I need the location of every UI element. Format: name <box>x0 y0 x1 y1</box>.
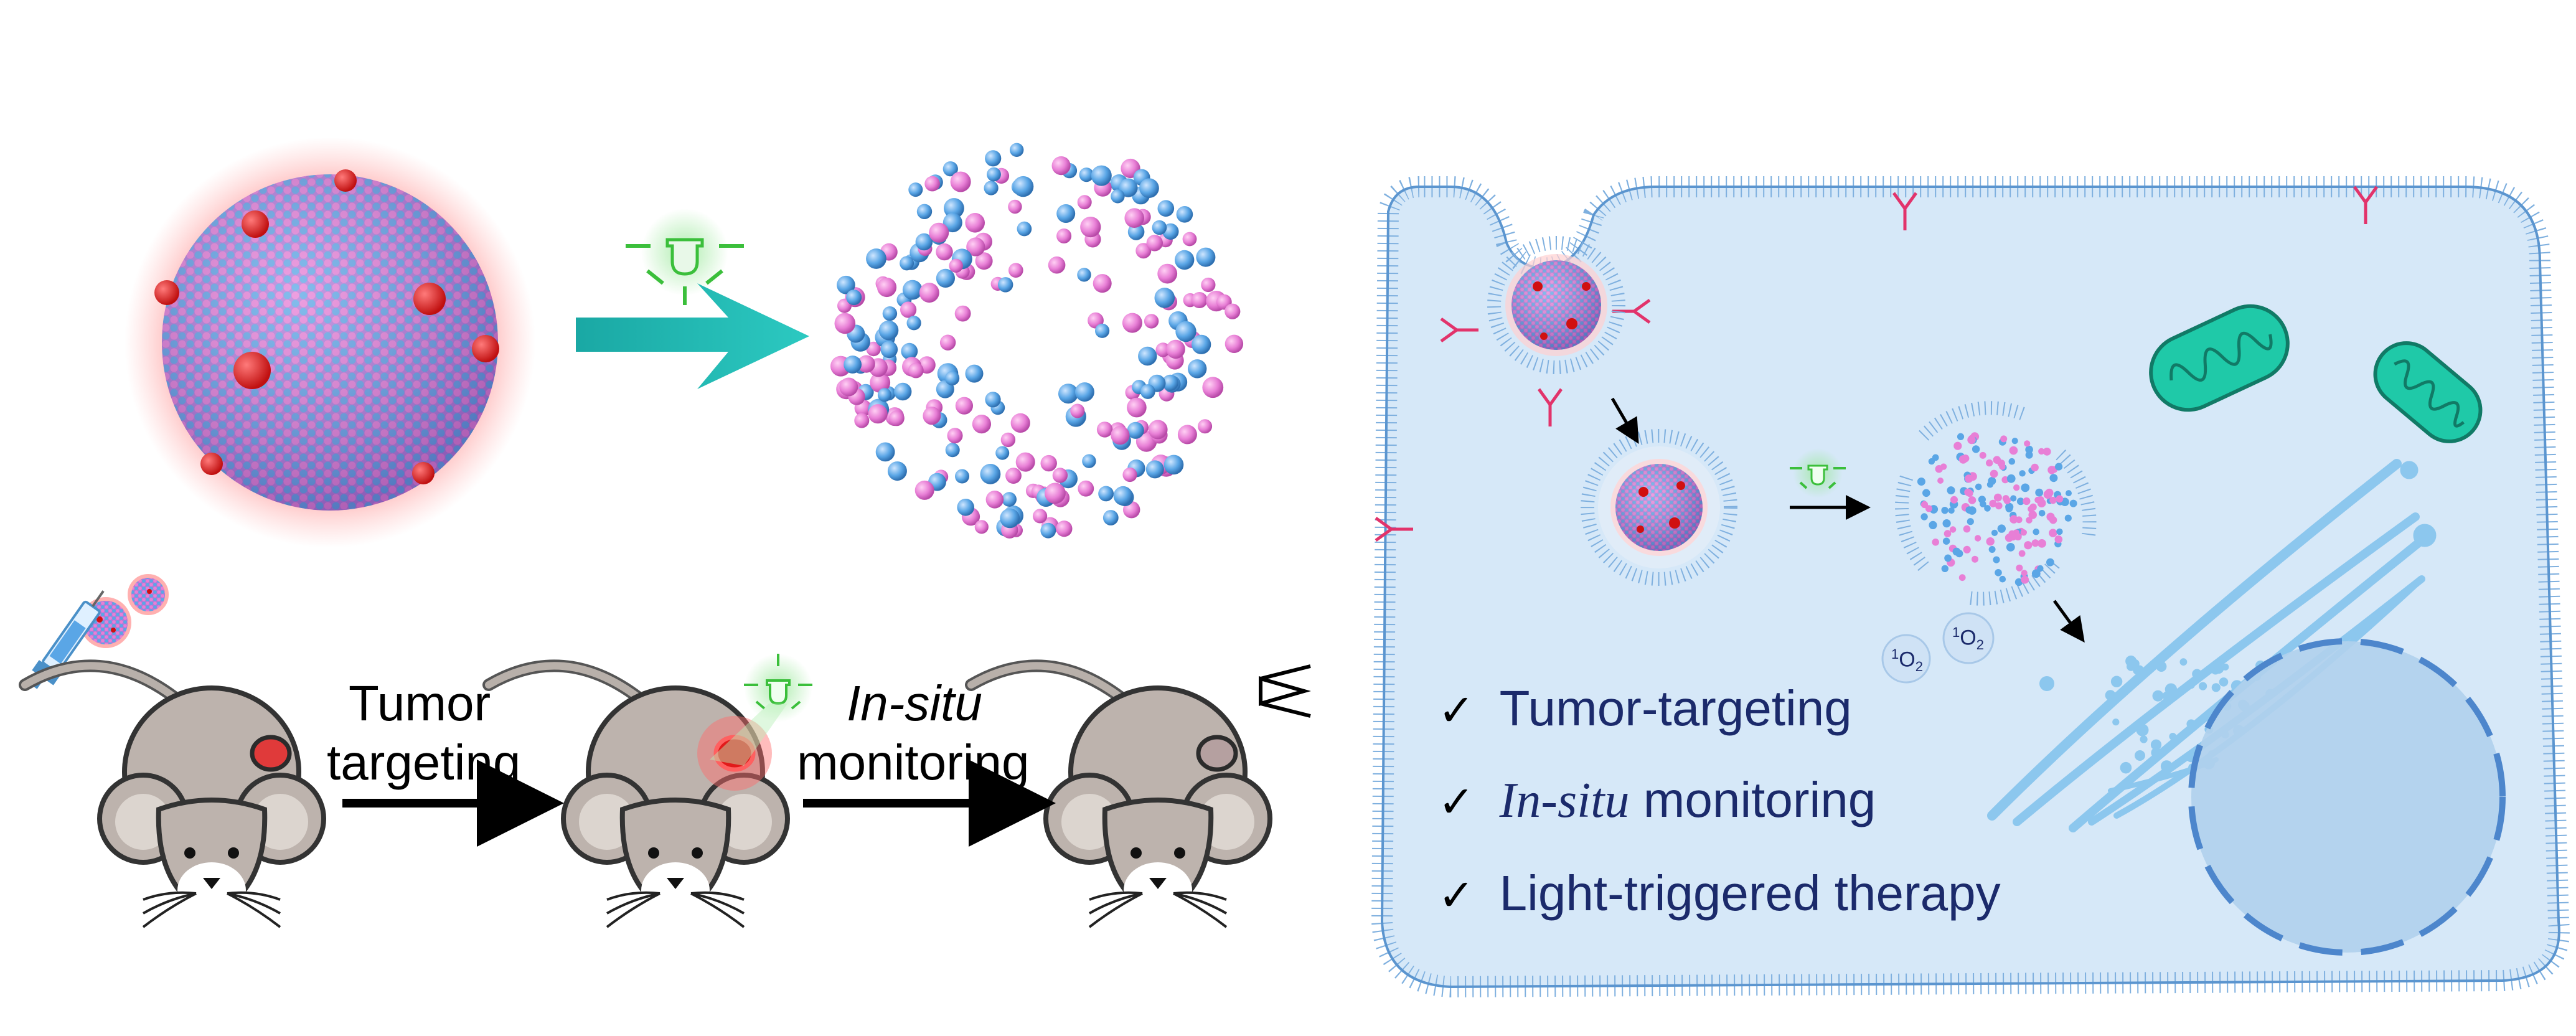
light-bulb-icon <box>1790 448 1846 498</box>
step2-label-line2: monitoring <box>797 735 1030 790</box>
singlet-oxygen-bubble <box>1942 612 1995 664</box>
arrow-internalization <box>1610 397 1639 444</box>
mouse <box>482 659 790 928</box>
singlet-oxygen-bubble <box>1881 634 1931 684</box>
nucleus <box>2188 638 2506 956</box>
released-particles <box>1917 432 2077 586</box>
light-beam <box>710 704 787 766</box>
nanoparticle-sphere <box>125 137 535 548</box>
disassembled-nanoparticle <box>830 143 1244 539</box>
light-bulb-icon <box>626 209 744 305</box>
endosome-forming <box>1487 236 1625 374</box>
mitochondrion <box>2149 304 2290 412</box>
check-icon: ✓ <box>1438 685 1475 736</box>
check-icon: ✓ <box>1438 870 1475 921</box>
step1-label-line1: Tumor <box>349 676 491 731</box>
teal-arrow <box>576 283 809 389</box>
mitochondrion <box>2373 341 2483 443</box>
light-bulb-icon <box>744 654 812 722</box>
mouse <box>19 659 326 928</box>
feature-tumor-targeting: ✓Tumor-targeting <box>1438 680 1852 736</box>
step2-label-line1: In-situ <box>847 676 982 731</box>
feature-light-triggered-therapy: ✓Light-triggered therapy <box>1438 865 2001 921</box>
singlet-oxygen-label: 1O2 <box>1891 646 1923 675</box>
step1-label-line2: targeting <box>327 735 521 790</box>
endosome <box>1581 429 1737 586</box>
check-icon: ✓ <box>1438 776 1475 827</box>
mouse <box>965 659 1272 928</box>
singlet-oxygen-label: 1O2 <box>1952 624 1984 653</box>
feature-in-situ-monitoring: ✓In-situ monitoring <box>1438 772 1876 828</box>
arrow-release <box>2052 600 2085 643</box>
light-icon <box>1259 664 1311 718</box>
ruptured-endosome <box>1895 401 2097 606</box>
